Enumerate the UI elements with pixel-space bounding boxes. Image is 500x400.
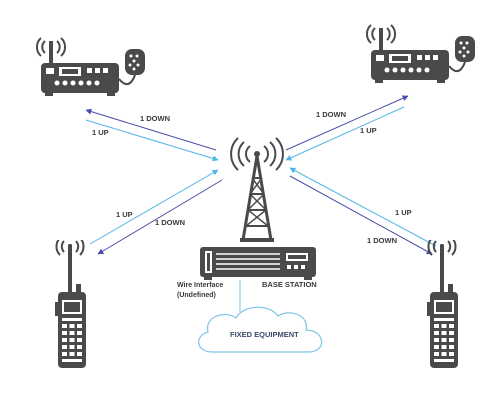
uplink-label: 1 UP	[92, 128, 109, 137]
cloud-icon	[198, 306, 323, 353]
downlink-label: 1 DOWN	[155, 218, 185, 227]
downlink-label: 1 DOWN	[367, 236, 397, 245]
downlink-arrow	[97, 179, 223, 255]
uplink-arrow	[85, 119, 219, 162]
link-top-left: 1 DOWN 1 UP	[85, 108, 219, 162]
link-bottom-right: 1 UP 1 DOWN	[289, 167, 437, 255]
link-bottom-left: 1 UP 1 DOWN	[89, 169, 223, 255]
downlink-label: 1 DOWN	[316, 110, 346, 119]
uplink-arrow	[289, 167, 437, 247]
uplink-label: 1 UP	[360, 126, 377, 135]
base-station-label: BASE STATION	[262, 280, 317, 289]
fixed-equipment-label: FIXED EQUIPMENT	[230, 330, 299, 339]
downlink-arrow	[285, 95, 409, 151]
uplink-arrow	[285, 106, 405, 161]
downlink-arrow	[85, 108, 217, 151]
uplink-label: 1 UP	[395, 208, 412, 217]
downlink-label: 1 DOWN	[140, 114, 170, 123]
uplink-arrow	[89, 169, 219, 245]
base-station-icon	[200, 247, 316, 280]
portable-radio-icon	[426, 240, 459, 369]
mobile-radio-icon	[365, 23, 477, 85]
wire-interface-label: Wire Interface	[177, 282, 223, 289]
portable-radio-icon	[54, 240, 87, 369]
uplink-label: 1 UP	[116, 210, 133, 219]
downlink-arrow	[289, 175, 433, 255]
link-top-right: 1 DOWN 1 UP	[285, 95, 409, 161]
antenna-tower-icon	[230, 137, 284, 242]
wire-interface-sublabel: (Undefined)	[177, 292, 216, 299]
mobile-radio-icon	[35, 36, 147, 98]
